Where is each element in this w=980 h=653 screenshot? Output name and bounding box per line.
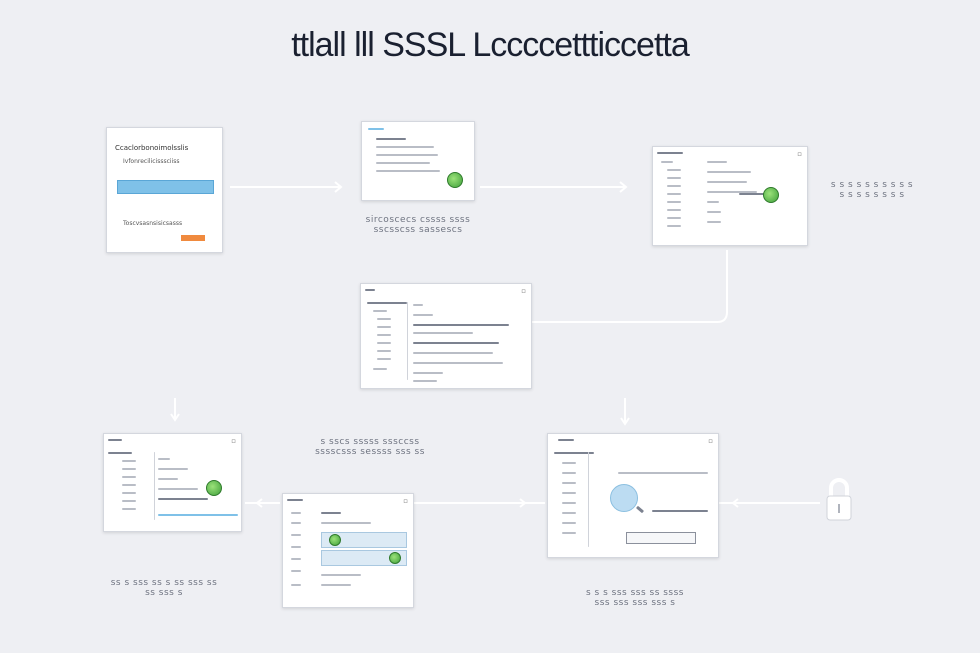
bottom-left-caption: ss s sss ss s ss sss ss ss sss s xyxy=(110,578,218,598)
close-icon[interactable]: ▫ xyxy=(708,437,713,445)
green-shield-icon xyxy=(329,534,341,546)
step1-text-3: Toscvsasnsisicsasss xyxy=(123,220,183,227)
step2-card xyxy=(361,121,475,201)
green-shield-icon xyxy=(389,552,401,564)
step1-submit-button[interactable] xyxy=(181,235,205,241)
close-icon[interactable]: ▫ xyxy=(797,150,802,158)
step2-header-bar xyxy=(368,128,384,130)
step3-card: ▫ xyxy=(652,146,808,246)
bottom-right-button[interactable] xyxy=(626,532,696,544)
bottom-middle-caption: s sscs sssss sssccss sssscsss sessss sss… xyxy=(315,437,425,457)
step1-input-field[interactable] xyxy=(117,180,214,194)
bottom-middle-card: ▫ xyxy=(282,493,414,608)
bottom-left-card: ▫ xyxy=(103,433,242,532)
close-icon[interactable]: ▫ xyxy=(403,497,408,505)
bottom-right-card: ▫ xyxy=(547,433,719,558)
bottom-middle-row-1[interactable] xyxy=(321,532,407,548)
bottom-right-caption: s s s sss sss ss ssss sss sss sss sss s xyxy=(586,588,684,608)
step1-text-1: Ccaclorbonoimolsslis xyxy=(115,144,189,152)
close-icon[interactable]: ▫ xyxy=(521,287,526,295)
middle-card: ▫ xyxy=(360,283,532,389)
close-icon[interactable]: ▫ xyxy=(231,437,236,445)
padlock-icon xyxy=(826,478,852,521)
step1-card: Ccaclorbonoimolsslis Ivfonrecilicissscii… xyxy=(106,127,223,253)
step3-caption: s s s s s s s s s s s s s s s s s s xyxy=(830,180,914,200)
diagram-title: ttlall lll SSSL Lccccettticcetta xyxy=(291,26,690,64)
step1-text-2: Ivfonrecilicisssciiss xyxy=(123,158,180,165)
bottom-middle-row-2[interactable] xyxy=(321,550,407,566)
green-shield-icon xyxy=(206,480,222,496)
green-shield-icon xyxy=(447,172,463,188)
step2-caption: sircoscecs cssss ssss sscsscss sassescs xyxy=(365,215,471,235)
green-shield-icon xyxy=(763,187,779,203)
magnifier-icon xyxy=(610,484,638,512)
